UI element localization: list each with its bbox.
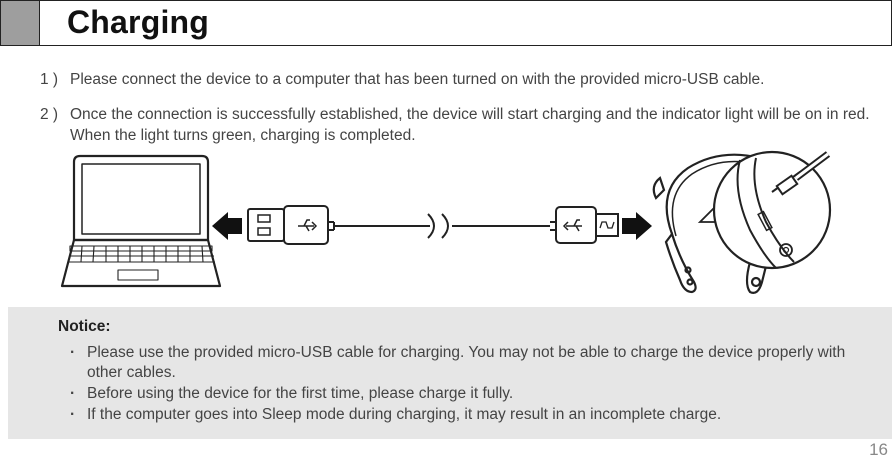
step-text: Please connect the device to a computer … (70, 71, 765, 88)
section-header: Charging (0, 0, 892, 46)
notice-title: Notice: (58, 318, 111, 335)
neckband-headset-icon (652, 153, 768, 294)
arrow-left-icon (212, 212, 242, 240)
notice-item: If the computer goes into Sleep mode dur… (70, 405, 860, 425)
notice-item: Before using the device for the first ti… (70, 384, 860, 404)
usb-cable (334, 213, 550, 239)
arrow-right-icon (622, 212, 652, 240)
micro-usb-plug-icon (550, 206, 619, 244)
step-text: Once the connection is successfully esta… (70, 106, 870, 144)
page-number: 16 (869, 440, 888, 459)
notice-item: Please use the provided micro-USB cable … (70, 343, 860, 383)
step-2: 2 ) Once the connection is successfully … (40, 104, 890, 148)
step-number: 1 ) (40, 71, 59, 88)
notice-list: Please use the provided micro-USB cable … (70, 343, 860, 426)
step-number: 2 ) (40, 106, 59, 123)
header-tab-marker (1, 1, 40, 45)
page-title: Charging (67, 4, 210, 40)
step-1: 1 ) Please connect the device to a compu… (40, 69, 890, 91)
laptop-icon (60, 154, 222, 288)
usb-a-plug-icon (247, 205, 335, 245)
charging-illustration (60, 150, 832, 294)
notice-box: Notice: Please use the provided micro-US… (8, 307, 892, 439)
magnified-detail-icon (712, 150, 832, 270)
